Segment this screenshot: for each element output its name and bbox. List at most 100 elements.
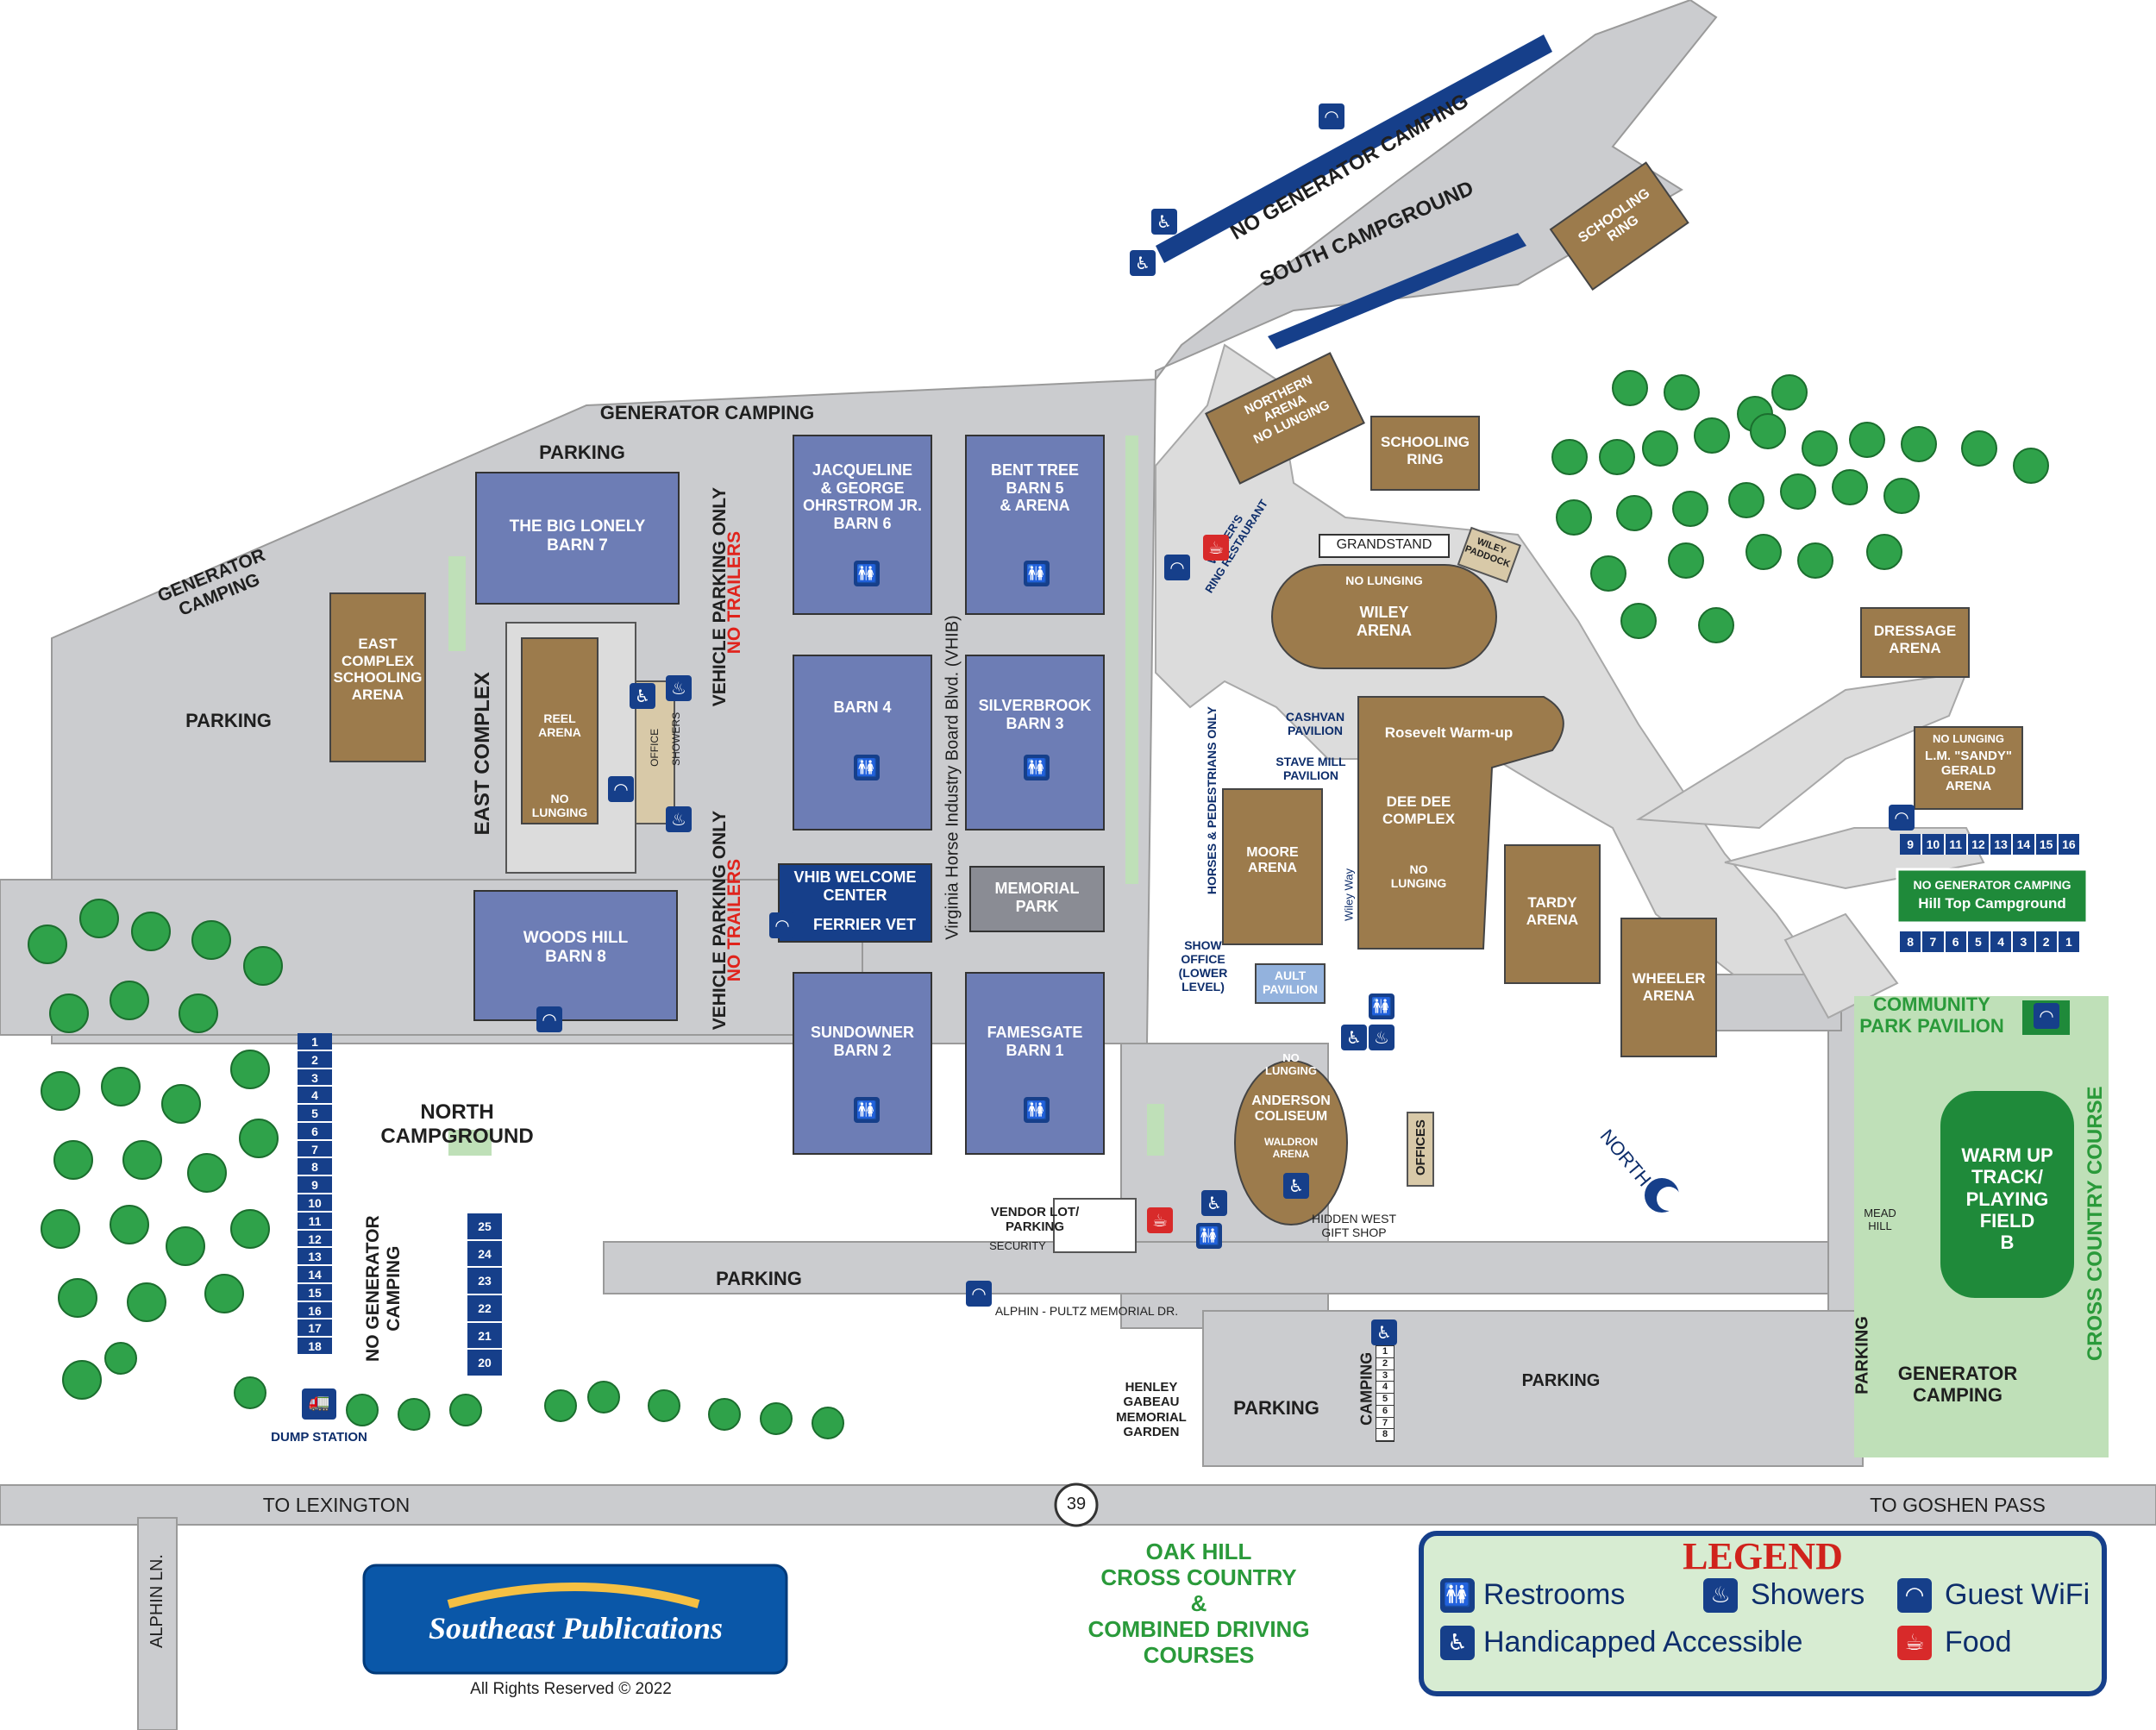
campsite-number: 12 bbox=[1968, 834, 1990, 855]
shower-icon: ♨ bbox=[666, 806, 692, 832]
publisher-logo-sun bbox=[447, 1583, 700, 1608]
gerald-no-lunging-label: NO LUNGING bbox=[1932, 732, 2005, 745]
campsite-number: 7 bbox=[1376, 1418, 1394, 1430]
legend-restroom-icon: 🚻 bbox=[1440, 1578, 1475, 1613]
campsite-number: 3 bbox=[1376, 1370, 1394, 1382]
campsite-number: 4 bbox=[298, 1087, 332, 1106]
food-icon: ☕ bbox=[1203, 535, 1229, 561]
campsite-number: 16 bbox=[2059, 834, 2081, 855]
moore-arena-label: MOORE ARENA bbox=[1246, 845, 1299, 876]
barn1-label: FAMESGATE BARN 1 bbox=[987, 1024, 1083, 1059]
ault-pavilion-label: AULT PAVILION bbox=[1262, 968, 1319, 997]
label-no-trailers-2: NO TRAILERS bbox=[724, 858, 744, 982]
wheeler-arena-shape bbox=[1620, 918, 1717, 1057]
campsite-number: 23 bbox=[467, 1268, 502, 1295]
barn8-shape bbox=[473, 890, 678, 1021]
campsite-number: 7 bbox=[298, 1141, 332, 1159]
campsite-number: 17 bbox=[298, 1319, 332, 1338]
ault-pavilion-shape bbox=[1255, 963, 1326, 1004]
wifi-icon: ◠ bbox=[1319, 103, 1344, 129]
vendor-lot-label: VENDOR LOT/ PARKING bbox=[990, 1205, 1080, 1235]
warm-up-track-label: WARM UP TRACK/ PLAYING FIELD B bbox=[1961, 1144, 2053, 1254]
route-39-shield bbox=[1054, 1482, 1099, 1527]
campsite-number: 4 bbox=[1990, 931, 2014, 952]
copyright-label: All Rights Reserved © 2022 bbox=[470, 1680, 672, 1698]
barn4-label: BARN 4 bbox=[833, 699, 892, 716]
campsite-number: 12 bbox=[298, 1231, 332, 1249]
restroom-icon: 🚻 bbox=[1024, 755, 1050, 780]
legend-restrooms-label: Restrooms bbox=[1483, 1578, 1626, 1611]
hilltop-title2: Hill Top Campground bbox=[1918, 895, 2066, 912]
legend-food-icon: ☕ bbox=[1897, 1626, 1932, 1660]
legend-shower-icon: ♨ bbox=[1703, 1578, 1738, 1613]
legend-handicap-icon: ♿ bbox=[1440, 1626, 1475, 1660]
barn8-label: WOODS HILL BARN 8 bbox=[523, 929, 629, 966]
label-horses-pedestrians: HORSES & PEDESTRIANS ONLY bbox=[1204, 706, 1219, 895]
south-campsites-row1 bbox=[1156, 34, 1552, 263]
grass-bit bbox=[1147, 1104, 1164, 1156]
campsite-number: 2 bbox=[298, 1051, 332, 1069]
legend-food-label: Food bbox=[1945, 1626, 2012, 1658]
stave-mill-label: STAVE MILL PAVILION bbox=[1275, 755, 1346, 783]
reel-arena-shape bbox=[521, 637, 599, 824]
show-office-label: SHOW OFFICE (LOWER LEVEL) bbox=[1178, 938, 1228, 994]
wiley-arena-shape bbox=[1271, 564, 1497, 669]
barn1-shape bbox=[965, 972, 1105, 1155]
barn6-label: JACQUELINE & GEORGE OHRSTROM JR. BARN 6 bbox=[802, 461, 922, 533]
dee-dee-no-lunging-label: NO LUNGING bbox=[1390, 862, 1447, 891]
north-campground-label: NORTH CAMPGROUND bbox=[380, 1100, 534, 1148]
legend-wifi-icon: ◠ bbox=[1897, 1578, 1932, 1613]
handicap-icon: ♿ bbox=[630, 683, 655, 709]
dee-dee-label: DEE DEE COMPLEX bbox=[1382, 793, 1456, 827]
dressage-arena-label: DRESSAGE ARENA bbox=[1873, 623, 1957, 656]
campsite-number: 1 bbox=[1376, 1346, 1394, 1358]
grandstand-label: GRANDSTAND bbox=[1336, 537, 1432, 552]
campsite-number: 3 bbox=[298, 1069, 332, 1088]
handicap-icon: ♿ bbox=[1151, 209, 1177, 235]
label-parking-vertical-right: PARKING bbox=[1852, 1316, 1872, 1395]
campsite-number: 7 bbox=[1922, 931, 1946, 952]
campsite-number: 2 bbox=[1376, 1358, 1394, 1370]
campsite-number: 5 bbox=[298, 1105, 332, 1123]
henley-label: HENLEY GABEAU MEMORIAL GARDEN bbox=[1116, 1380, 1187, 1439]
schooling-ring-top-shape bbox=[1549, 161, 1689, 291]
campsite-number: 5 bbox=[1376, 1394, 1394, 1406]
camping-small-label: CAMPING bbox=[1357, 1351, 1376, 1426]
ferrier-vet-label: FERRIER VET bbox=[812, 916, 916, 933]
label-generator-camping-top: GENERATOR CAMPING bbox=[599, 402, 815, 423]
legend-wifi-label: Guest WiFi bbox=[1945, 1578, 2090, 1611]
dump-station-icon: 🚛 bbox=[302, 1388, 336, 1420]
label-parking-mid: PARKING bbox=[716, 1268, 802, 1289]
handicap-icon: ♿ bbox=[1130, 250, 1156, 276]
campsite-number: 15 bbox=[2036, 834, 2059, 855]
alphin-lane-label: ALPHIN LN. bbox=[147, 1554, 166, 1648]
coliseum-oval bbox=[1234, 1060, 1348, 1225]
gerald-arena-label: L.M. "SANDY" GERALD ARENA bbox=[1925, 749, 2012, 793]
barn7-label: THE BIG LONELY BARN 7 bbox=[509, 517, 646, 555]
south-campsites-row2 bbox=[1268, 233, 1526, 349]
campsite-number: 3 bbox=[2013, 931, 2036, 952]
alphin-pultz-label: ALPHIN - PULTZ MEMORIAL DR. bbox=[994, 1304, 1179, 1318]
wheeler-arena-label: WHEELER ARENA bbox=[1632, 970, 1706, 1004]
offices-shape bbox=[1407, 1112, 1434, 1187]
trees bbox=[28, 370, 2049, 1439]
oak-hill-label: OAK HILL CROSS COUNTRY & COMBINED DRIVIN… bbox=[1087, 1539, 1310, 1668]
label-no-trailers-1: NO TRAILERS bbox=[724, 530, 744, 655]
grass-east-strip bbox=[448, 556, 466, 651]
legend-handicap-label: Handicapped Accessible bbox=[1483, 1626, 1803, 1658]
restroom-icon: 🚻 bbox=[1024, 561, 1050, 586]
campsite-number: 21 bbox=[467, 1323, 502, 1351]
to-lexington-label: TO LEXINGTON bbox=[262, 1494, 411, 1516]
restroom-icon: 🚻 bbox=[854, 1097, 880, 1123]
legend-box bbox=[1419, 1531, 2107, 1696]
cashvan-label: CASHVAN PAVILION bbox=[1285, 710, 1345, 738]
campsite-number: 10 bbox=[298, 1194, 332, 1213]
restroom-icon: 🚻 bbox=[854, 755, 880, 780]
campsite-number: 8 bbox=[1900, 931, 1923, 952]
campsite-number: 6 bbox=[298, 1123, 332, 1141]
reel-no-lunging-label: NO LUNGING bbox=[531, 792, 588, 820]
label-parking-left: PARKING bbox=[185, 710, 272, 731]
